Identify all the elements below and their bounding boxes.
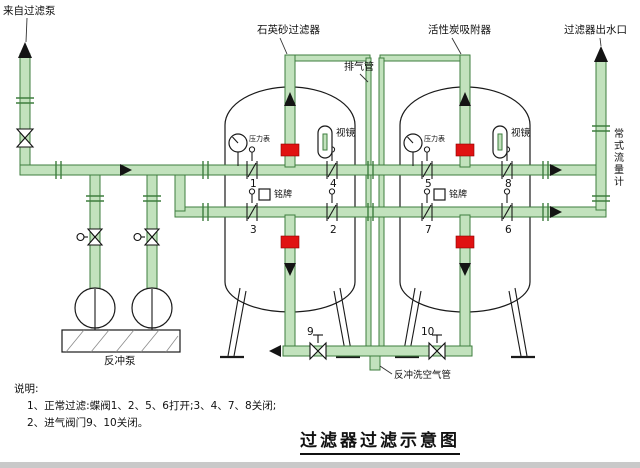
nameplate-right-box	[433, 188, 446, 201]
pipe-outlet	[595, 59, 607, 211]
arrow-inlet-up	[18, 42, 32, 58]
pump-riser-valve-left	[76, 228, 104, 246]
backwash-pump-right	[131, 287, 173, 330]
valve-number-6: 6	[505, 224, 512, 236]
pipe-tank1-top-riser	[284, 54, 296, 168]
pump-riser-valve-right	[133, 228, 161, 246]
label-outlet: 过滤器出水口	[564, 24, 627, 36]
pipe-inlet	[19, 53, 31, 176]
closed-valve-markers	[280, 143, 475, 249]
valve-5	[421, 146, 433, 179]
label-nameplate-right: 铭牌	[449, 190, 468, 200]
valve-6	[501, 188, 513, 221]
bottom-border	[0, 462, 640, 468]
pipe-tank2-top-riser	[459, 54, 471, 168]
sight-glass-right	[492, 125, 508, 159]
label-carbon-adsorber: 活性炭吸附器	[428, 24, 491, 36]
notes-heading: 说明:	[14, 383, 39, 395]
diagram-title: 过滤器过滤示意图	[300, 426, 460, 455]
flange-marks	[16, 97, 610, 221]
valve-number-10: 10	[421, 326, 435, 338]
arrow-outlet-up	[594, 46, 608, 62]
valve-number-8: 8	[505, 178, 512, 190]
leader-lines	[25, 17, 602, 375]
note-line-2: 2、进气阀门9、10关闭。	[27, 417, 149, 429]
label-flow-meter: 常式流量计	[611, 128, 623, 188]
valve-7	[421, 188, 433, 221]
pipe-manifold-connector	[174, 174, 186, 212]
note-line-1: 1、正常过滤:蝶阀1、2、5、6打开;3、4、7、8关闭;	[27, 400, 277, 412]
pipe-air-stub	[369, 355, 381, 371]
pipe-main-manifold	[19, 164, 607, 176]
valve-number-3: 3	[250, 224, 257, 236]
pipe-tank1-bottom-riser	[284, 214, 296, 349]
valve-number-2: 2	[330, 224, 337, 236]
valve-number-5: 5	[425, 178, 432, 190]
pressure-gauge-right	[403, 133, 423, 166]
backwash-pump-base	[61, 329, 181, 353]
pipe-lower-manifold	[174, 206, 607, 218]
valve-9-symbol	[309, 334, 327, 361]
base-hatching	[65, 329, 179, 353]
label-gauge-right: 压力表	[424, 135, 445, 143]
sight-glass-left	[317, 125, 333, 159]
valve-3	[246, 188, 258, 221]
nameplate-left-box	[258, 188, 271, 201]
valve-number-9: 9	[307, 326, 314, 338]
label-gauge-left: 压力表	[249, 135, 270, 143]
backwash-pump-left	[74, 287, 116, 330]
pressure-gauge-left	[228, 133, 248, 166]
label-sight-glass-left: 视镜	[336, 128, 356, 139]
tank-legs	[220, 287, 360, 359]
tank-legs	[395, 287, 535, 359]
label-nameplate-left: 铭牌	[274, 190, 293, 200]
label-vent-pipe: 排气管	[344, 62, 374, 73]
valve-number-1: 1	[250, 178, 257, 190]
label-backwash-pump: 反冲泵	[104, 355, 136, 367]
label-quartz-filter: 石英砂过滤器	[257, 24, 320, 36]
valve-2	[326, 188, 338, 221]
valve-number-7: 7	[425, 224, 432, 236]
pipe-tank2-bottom-riser	[459, 214, 471, 349]
valve-10-symbol	[428, 334, 446, 361]
valve-number-4: 4	[330, 178, 337, 190]
flow-arrows	[18, 42, 608, 357]
inlet-valve	[15, 128, 35, 148]
label-from-pump: 来自过滤泵	[3, 5, 56, 17]
valve-1	[246, 146, 258, 179]
label-backwash-air-pipe: 反冲洗空气管	[394, 370, 452, 381]
label-sight-glass-right: 视镜	[511, 128, 531, 139]
